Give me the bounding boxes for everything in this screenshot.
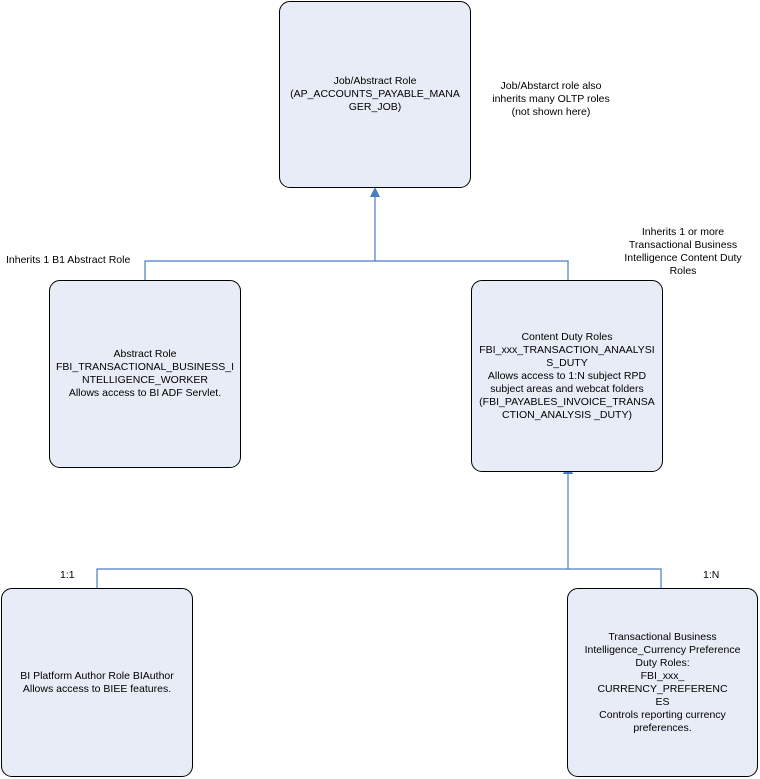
inherits-b1-note: Inherits 1 B1 Abstract Role xyxy=(6,254,130,267)
currency-pref-line: Duty Roles: xyxy=(635,656,690,669)
abstract-role-line: NTELLIGENCE_WORKER xyxy=(81,374,209,386)
cardinality-1-n-label: 1:N xyxy=(703,569,719,582)
currency-pref-line: FBI_xxx_ xyxy=(640,669,685,682)
inherits-content-line: Inherits 1 or more xyxy=(641,226,725,238)
currency-pref-line: Transactional Business xyxy=(608,630,717,643)
content-duty-line: Allows access to 1:N subject RPD xyxy=(487,369,647,382)
cardinality-1-1-text: 1:1 xyxy=(60,569,75,581)
inherits-content-note: Inherits 1 or more Transactional Busines… xyxy=(613,226,753,278)
currency-pref-line: ES xyxy=(655,695,670,708)
bi-author-text: BI Platform Author Role BIAuthor Allows … xyxy=(14,670,180,696)
currency-pref-line: CURRENCY_PREFERENC xyxy=(597,682,728,695)
job-note-line: inherits many OLTP roles xyxy=(492,93,610,105)
currency-pref-text: Transactional Business Intelligence_Curr… xyxy=(579,631,747,735)
content-duty-text: Content Duty Roles FBI_xxx_TRANSACTION_A… xyxy=(473,331,661,422)
abstract-role-line: FBI_TRANSACTIONAL_BUSINESS_I xyxy=(56,361,234,373)
job-abstract-role-box: Job/Abstract Role (AP_ACCOUNTS_PAYABLE_M… xyxy=(279,1,471,188)
content-duty-line: Content Duty Roles xyxy=(521,330,613,343)
abstract-role-box: Abstract Role FBI_TRANSACTIONAL_BUSINESS… xyxy=(49,280,241,468)
abstract-role-line: Allows access to BI ADF Servlet. xyxy=(68,387,222,399)
inherits-content-line: Intelligence Content Duty xyxy=(624,252,742,264)
connector-biauthor-to-content xyxy=(96,568,568,588)
job-role-line: Job/Abstract Role xyxy=(333,75,417,87)
job-role-note: Job/Abstarct role also inherits many OLT… xyxy=(486,80,616,119)
content-duty-line: CTION_ANALYSIS _DUTY) xyxy=(502,408,632,421)
connector-content-to-job xyxy=(375,260,569,280)
currency-preference-box: Transactional Business Intelligence_Curr… xyxy=(567,588,758,777)
job-note-line: Job/Abstarct role also xyxy=(500,80,602,92)
bi-author-role-box: BI Platform Author Role BIAuthor Allows … xyxy=(1,588,193,777)
connector-currency-to-content xyxy=(568,568,662,588)
inherits-content-line: Transactional Business xyxy=(628,239,738,251)
job-role-text: Job/Abstract Role (AP_ACCOUNTS_PAYABLE_M… xyxy=(284,75,466,114)
currency-pref-line: Controls reporting currency xyxy=(599,708,726,721)
bi-author-line: BI Platform Author Role BIAuthor xyxy=(20,669,174,682)
currency-pref-line: Intelligence_Currency Preference xyxy=(584,643,741,656)
currency-pref-line: preferences. xyxy=(633,721,692,734)
inherits-content-line: Roles xyxy=(669,265,697,277)
bi-author-line: Allows access to BIEE features. xyxy=(22,682,172,695)
job-note-line: (not shown here) xyxy=(511,106,591,118)
cardinality-1-n-text: 1:N xyxy=(703,569,720,581)
job-role-line: (AP_ACCOUNTS_PAYABLE_MANA xyxy=(290,88,460,100)
inherits-b1-line: Inherits 1 B1 Abstract Role xyxy=(6,254,131,266)
cardinality-1-1-label: 1:1 xyxy=(60,569,75,582)
job-role-line: GER_JOB) xyxy=(348,101,402,113)
content-duty-roles-box: Content Duty Roles FBI_xxx_TRANSACTION_A… xyxy=(471,280,663,472)
content-duty-line: subject areas and webcat folders xyxy=(490,382,644,395)
content-duty-line: S_DUTY xyxy=(546,356,588,369)
connector-abstract-to-job xyxy=(144,260,375,280)
content-duty-line: (FBI_PAYABLES_INVOICE_TRANSA xyxy=(479,395,655,408)
content-duty-line: FBI_xxx_TRANSACTION_ANAALYSI xyxy=(479,343,655,356)
abstract-role-line: Abstract Role xyxy=(113,348,177,360)
abstract-role-text: Abstract Role FBI_TRANSACTIONAL_BUSINESS… xyxy=(50,348,240,400)
